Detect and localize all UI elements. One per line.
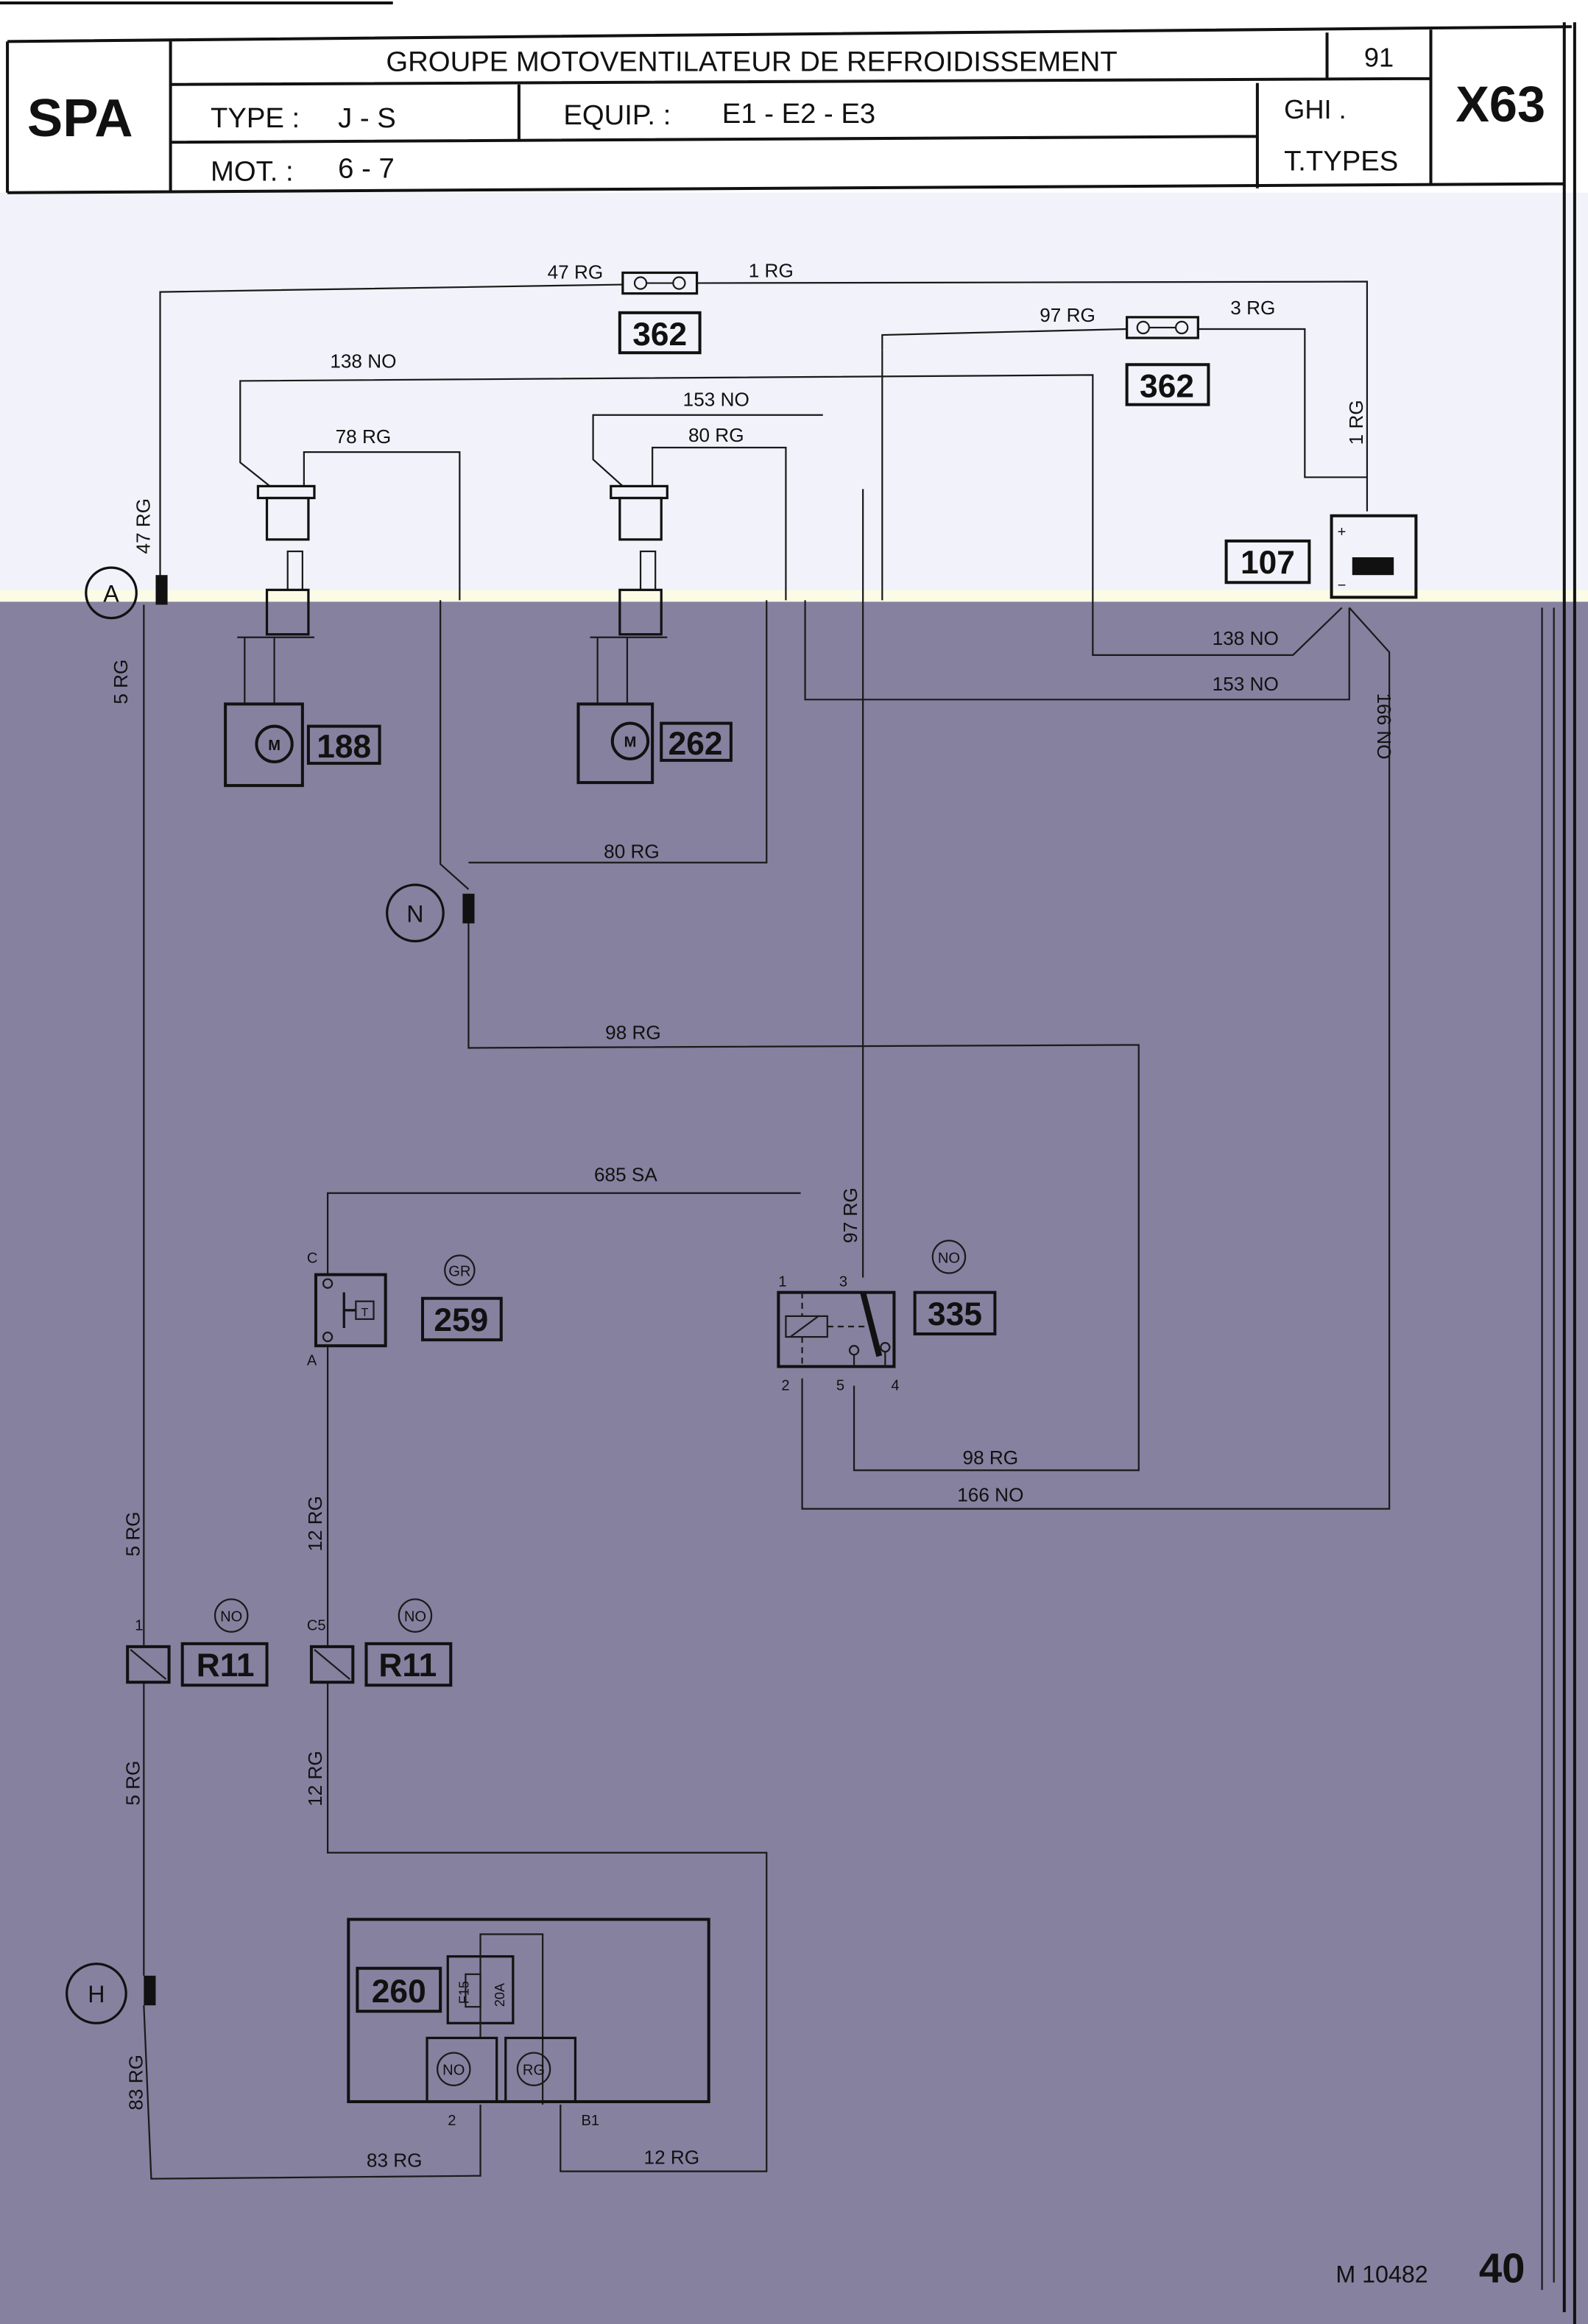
fusebox-pin-b1: B1 [581,2113,599,2129]
connector-a: A [85,566,168,620]
header-bg [0,0,1588,193]
relay-pin-4: 4 [891,1378,899,1394]
connector-h: H [66,1963,156,2024]
connector-r11-left: 1 NO R11 [126,1598,269,1687]
wire-label: 12 RG [304,1496,326,1552]
page-number: 40 [1479,2245,1525,2292]
connector-n: N [386,883,475,943]
fusebox-260: 260 F15 20A NO RG 2 B1 [347,1918,710,2129]
upper-bg [0,192,1588,601]
wire-label: 153 NO [1213,673,1279,695]
ghi-label: GHI . [1284,94,1347,124]
fuse-362-right: 362 [1125,316,1210,406]
thermo-pin-a: A [307,1352,317,1368]
wire-label: 138 NO [1213,627,1279,649]
mot-label: MOT. : [211,156,294,188]
r11-left-pin: 1 [135,1618,143,1634]
relay-pin-3: 3 [839,1274,847,1290]
wire-label: 83 RG [367,2150,423,2172]
thermo-switch-259: T C A GR 259 [307,1250,503,1368]
wire-label: 80 RG [688,424,744,446]
wire-label: 166 NO [1373,693,1395,759]
r11-left-color-tag: NO [220,1609,242,1625]
fusebox-label: 260 [372,1974,426,2010]
r11-left-label: R11 [197,1647,255,1684]
wire-label: 153 NO [683,389,749,411]
wire-label: 97 RG [839,1187,861,1243]
type-label: TYPE : [211,102,300,134]
connector-r11-right: C5 NO R11 [307,1598,453,1687]
diagram-title: GROUPE MOTOVENTILATEUR DE REFROIDISSEMEN… [386,46,1117,78]
wire-label: 166 NO [957,1484,1023,1506]
wire-label: 3 RG [1230,297,1275,319]
wires [143,280,1555,2290]
connector-n-label: N [406,900,423,927]
type-value: J - S [338,102,396,134]
wire-label: 685 SA [594,1164,657,1186]
r11-right-label: R11 [378,1647,437,1684]
fuse-name: F15 [456,1981,471,2004]
battery-minus: − [1338,577,1347,593]
thermo-label: 259 [434,1302,488,1338]
wire-labels: 47 RG 1 RG 97 RG 3 RG 138 NO 153 NO 78 R… [110,260,1395,2172]
wire-label: 98 RG [963,1447,1019,1469]
wire-label: 5 RG [121,1511,144,1556]
thermo-symbol: T [361,1306,369,1319]
wire-label: 5 RG [121,1761,144,1806]
battery-label: 107 [1241,545,1295,581]
wire-label: 12 RG [304,1751,326,1806]
wire-label: 98 RG [605,1021,661,1043]
relay-label: 335 [928,1296,982,1332]
fan-motor-262: M 262 [576,484,733,785]
motor-symbol-262: M [624,735,637,751]
fuse-362-right-label: 362 [1140,369,1194,405]
fusebox-no-tag: NO [442,2063,465,2079]
r11-right-pin: C5 [307,1618,326,1634]
equip-label: EQUIP. : [563,99,671,131]
wire-label: 78 RG [336,425,392,448]
mot-value: 6 - 7 [338,153,395,185]
page-ref: 91 [1364,43,1394,73]
relay-pin-2: 2 [781,1378,789,1394]
relay-pin-5: 5 [836,1378,844,1394]
wire-label: 47 RG [132,498,154,554]
relay-pin-1: 1 [778,1274,786,1290]
thermo-pin-c: C [307,1250,318,1266]
lower-bg [0,601,1588,2324]
connector-a-label: A [103,580,119,607]
fusebox-pin-2: 2 [448,2113,456,2129]
battery-plus: + [1338,524,1347,540]
equip-value: E1 - E2 - E3 [722,98,875,130]
wire-label: 12 RG [644,2147,700,2169]
fuse-362-top: 362 [618,271,702,355]
scan-strip [0,590,1588,604]
fuse-362-top-label: 362 [632,317,687,353]
ttypes-label: T.TYPES [1284,146,1398,177]
r11-right-color-tag: NO [404,1609,426,1625]
fusebox-rg-tag: RG [523,2063,545,2079]
title-block: SPA GROUPE MOTOVENTILATEUR DE REFROIDISS… [6,22,1576,2324]
motor-symbol-188: M [268,738,280,754]
wire-label: 1 RG [1345,400,1367,445]
vehicle-code: X63 [1455,76,1545,133]
wire-label: 138 NO [330,350,396,372]
wire-label: 47 RG [548,261,604,283]
thermo-color-tag: GR [448,1264,470,1280]
drawing-ref: M 10482 [1335,2261,1428,2288]
wire-label: 5 RG [110,660,132,704]
battery-107: + − 107 [1224,514,1418,599]
wire-label: 1 RG [749,260,794,282]
wire-label: 97 RG [1040,304,1095,326]
wire-label: 83 RG [124,2055,147,2111]
wire-label: 80 RG [604,841,660,863]
connector-h-label: H [88,1981,105,2007]
relay-335: 1 3 2 5 4 NO 335 [777,1240,997,1394]
relay-color-tag: NO [938,1250,960,1266]
fuse-rating: 20A [493,1982,507,2007]
motor-188-label: 188 [317,729,371,765]
motor-262-label: 262 [668,726,723,762]
brand-code: SPA [27,88,133,148]
fan-motor-188: M 188 [224,484,381,788]
